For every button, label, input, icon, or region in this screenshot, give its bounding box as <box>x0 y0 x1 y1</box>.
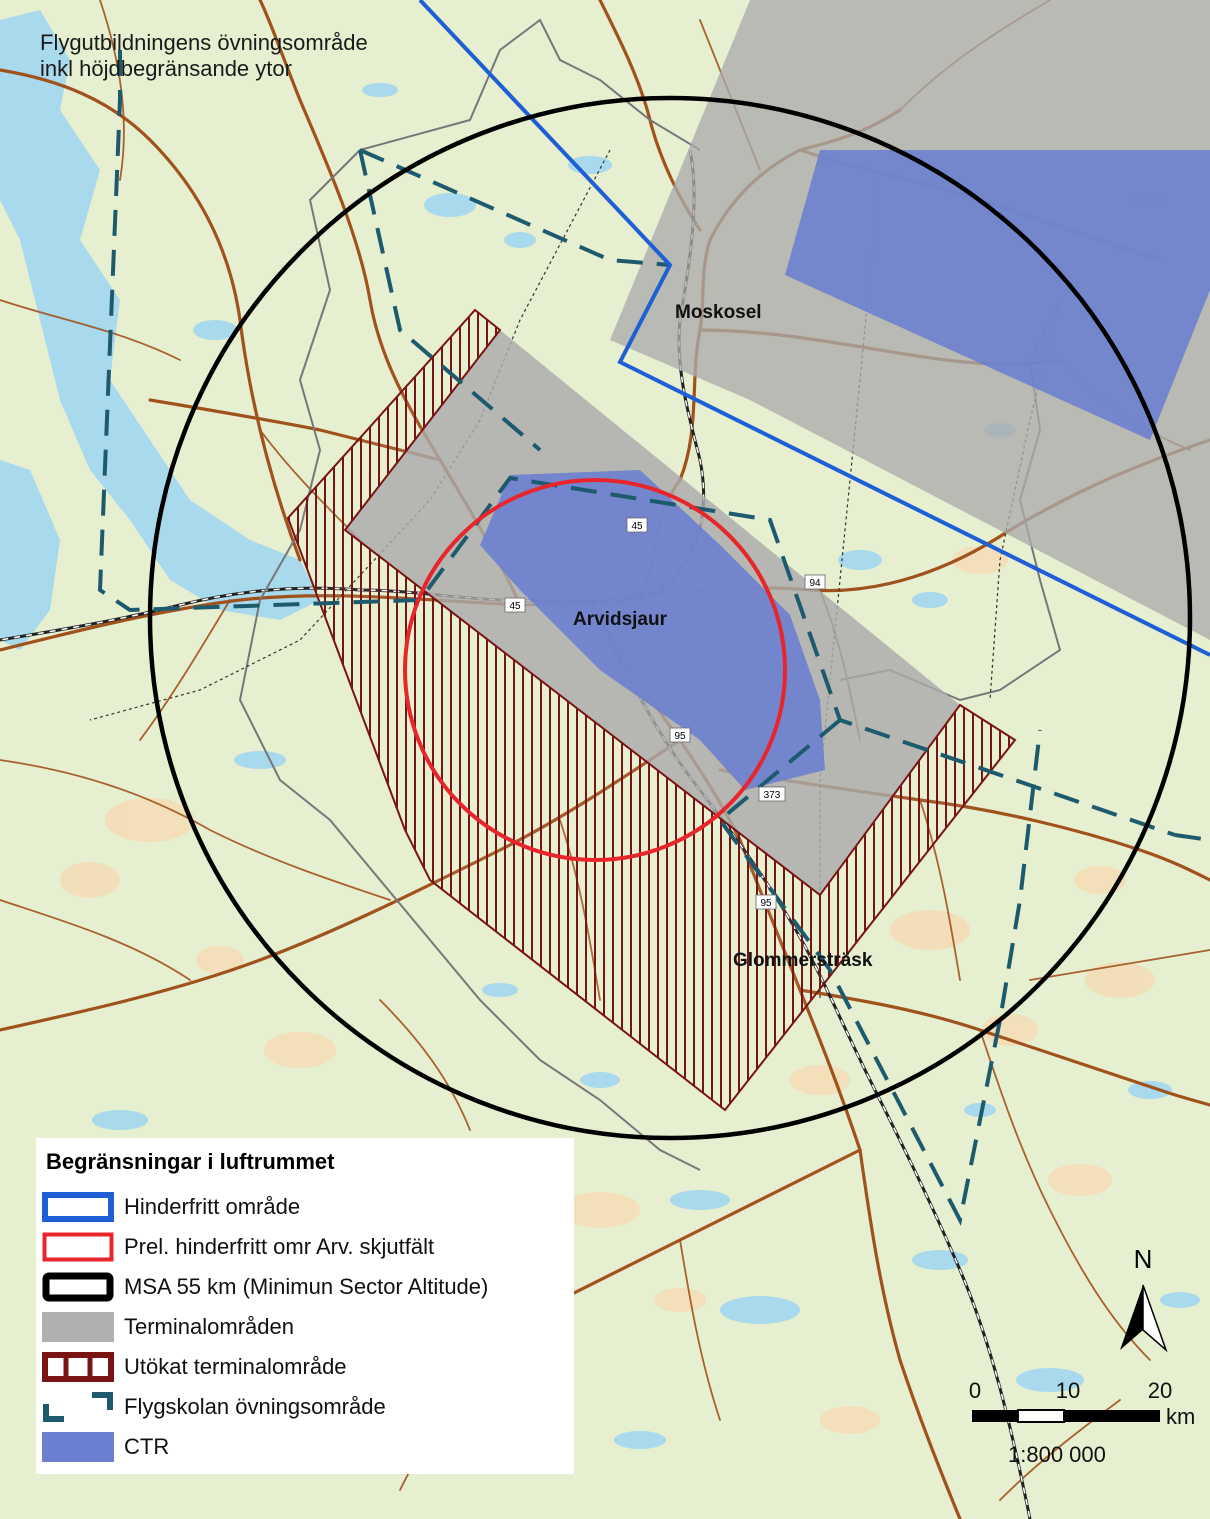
practice-area-note: Flygutbildningens övningsområde inkl höj… <box>40 30 368 82</box>
north-arrow-label: N <box>1134 1244 1153 1274</box>
legend-item-practice-area[interactable]: Flygskolan övningsområde <box>40 1390 570 1426</box>
legend-label: Terminalområden <box>124 1314 294 1339</box>
scale-tick-0: 0 <box>969 1378 981 1403</box>
extended-terminal-area[interactable] <box>286 308 1017 1112</box>
practice-area-boundary-south[interactable] <box>358 149 1042 1226</box>
road-shield-45-north: 45 <box>631 521 643 532</box>
legend-swatch-hatched-icon <box>42 1352 114 1382</box>
obstacle-free-area-boundary[interactable] <box>418 0 1210 657</box>
legend-swatch-dashed-bracket-icon <box>43 1392 113 1422</box>
scale-ratio: 1:800 000 <box>1008 1442 1106 1467</box>
road-shield-95-south: 95 <box>760 898 772 909</box>
legend-label: Utökat terminalområde <box>124 1354 347 1379</box>
legend-swatch-blue-outline-icon <box>42 1192 114 1222</box>
shooting-range-circle[interactable] <box>403 478 787 862</box>
scale-tick-20: 20 <box>1148 1378 1172 1403</box>
msa-circle[interactable] <box>147 95 1193 1141</box>
road-shields: 45 45 94 95 95 373 <box>504 517 826 910</box>
practice-area-note-line-1: Flygutbildningens övningsområde <box>40 30 368 55</box>
road-shield-373: 373 <box>764 790 781 801</box>
practice-area-boundary-north[interactable] <box>97 50 1210 842</box>
legend-label: Prel. hinderfritt omr Arv. skjutfält <box>124 1234 435 1259</box>
place-label-arvidsjaur[interactable]: Arvidsjaur <box>573 609 668 630</box>
legend-label: MSA 55 km (Minimun Sector Altitude) <box>124 1274 489 1299</box>
legend-label: Hinderfritt område <box>124 1194 301 1219</box>
legend-swatch-blue-fill-icon <box>42 1432 114 1462</box>
legend-item-shooting-range[interactable]: Prel. hinderfritt omr Arv. skjutfält <box>40 1230 570 1266</box>
place-label-moskosel[interactable]: Moskosel <box>675 302 762 323</box>
legend-label: Flygskolan övningsområde <box>124 1394 386 1419</box>
road-shield-95-north: 95 <box>674 731 686 742</box>
scale-tick-10: 10 <box>1056 1378 1080 1403</box>
road-shield-45-west: 45 <box>509 601 521 612</box>
legend-item-terminal[interactable]: Terminalområden <box>40 1310 570 1346</box>
north-arrow: N <box>1120 1244 1168 1353</box>
legend-item-extended-terminal[interactable]: Utökat terminalområde <box>40 1350 570 1386</box>
north-arrow-right-icon <box>1142 1284 1168 1353</box>
legend-item-msa[interactable]: MSA 55 km (Minimun Sector Altitude) <box>40 1270 570 1306</box>
north-arrow-left-icon <box>1120 1285 1143 1350</box>
legend-item-obstacle-free[interactable]: Hinderfritt område <box>40 1190 570 1226</box>
legend-swatch-black-outline-icon <box>42 1272 114 1302</box>
legend-panel: Begränsningar i luftrummet Hinderfritt o… <box>36 1138 574 1474</box>
practice-area-boundary-upper[interactable] <box>359 148 671 267</box>
ctr-moskosel[interactable] <box>785 150 1210 440</box>
legend-title: Begränsningar i luftrummet <box>46 1149 335 1174</box>
road-shield-94: 94 <box>809 578 821 589</box>
ctr-arvidsjaur[interactable] <box>480 470 825 790</box>
place-label-glommerstrask[interactable]: Glommersträsk <box>733 950 873 971</box>
scale-bar: 0 10 20 km 1:800 000 <box>969 1378 1195 1467</box>
legend-swatch-grey-fill-icon <box>42 1312 114 1342</box>
practice-area-note-line-2: inkl höjdbegränsande ytor <box>40 56 292 81</box>
scale-unit: km <box>1166 1404 1195 1429</box>
legend-item-ctr[interactable]: CTR <box>40 1430 570 1466</box>
legend-swatch-red-outline-icon <box>42 1232 114 1262</box>
legend-label: CTR <box>124 1434 170 1459</box>
